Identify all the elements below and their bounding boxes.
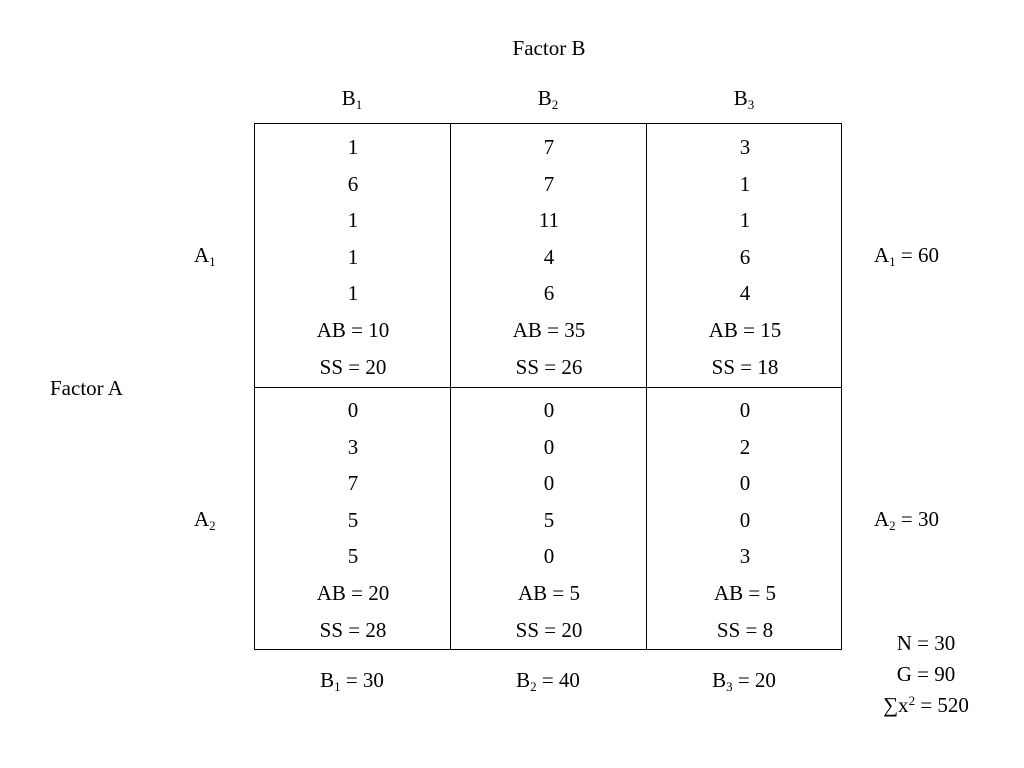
cell-value: 0 <box>347 398 359 422</box>
column-divider <box>450 124 451 649</box>
cell-value: 4 <box>543 244 555 269</box>
cell-value: 0 <box>739 507 751 532</box>
cell-value: 3 <box>347 434 359 459</box>
column-header-b3: B3 <box>733 86 755 112</box>
data-table: 1 6 1 1 1 AB = 10 SS = 20 7 7 11 4 6 AB … <box>254 123 842 650</box>
cell-value: 1 <box>739 171 751 196</box>
column-header-b2: B2 <box>537 86 559 112</box>
cell-value: 0 <box>739 398 751 422</box>
cell-a1-b3: 3 1 1 6 4 AB = 15 SS = 18 <box>647 129 843 385</box>
cell-value: 6 <box>543 281 555 306</box>
row-divider <box>255 387 841 388</box>
cell-value: 5 <box>347 507 359 532</box>
cell-value: 11 <box>538 208 560 233</box>
cell-value: 5 <box>543 507 555 532</box>
row-total-a2: A2 = 30 <box>874 507 940 533</box>
cell-ss: SS = 20 <box>515 617 583 642</box>
cell-a2-b2: 0 0 0 5 0 AB = 5 SS = 20 <box>451 392 647 648</box>
cell-value: 1 <box>347 135 359 159</box>
cell-ss: SS = 8 <box>716 617 774 642</box>
cell-ab-total: AB = 15 <box>708 317 782 342</box>
cell-value: 0 <box>543 434 555 459</box>
cell-a1-b2: 7 7 11 4 6 AB = 35 SS = 26 <box>451 129 647 385</box>
cell-value: 4 <box>739 281 751 306</box>
column-total-b2: B2 = 40 <box>516 668 580 694</box>
cell-value: 1 <box>739 208 751 233</box>
cell-a2-b3: 0 2 0 0 3 AB = 5 SS = 8 <box>647 392 843 648</box>
cell-ab-total: AB = 5 <box>517 580 580 605</box>
cell-ss: SS = 20 <box>319 354 387 379</box>
cell-value: 5 <box>347 544 359 569</box>
cell-value: 0 <box>739 471 751 496</box>
cell-value: 1 <box>347 244 359 269</box>
cell-value: 0 <box>543 544 555 569</box>
cell-a1-b1: 1 6 1 1 1 AB = 10 SS = 20 <box>255 129 451 385</box>
column-divider <box>646 124 647 649</box>
cell-ss: SS = 18 <box>711 354 779 379</box>
cell-value: 7 <box>347 471 359 496</box>
column-total-b3: B3 = 20 <box>712 668 776 694</box>
cell-ab-total: AB = 10 <box>316 317 390 342</box>
column-header-b1: B1 <box>341 86 363 112</box>
cell-ss: SS = 28 <box>319 617 387 642</box>
cell-ab-total: AB = 20 <box>316 580 390 605</box>
cell-a2-b1: 0 3 7 5 5 AB = 20 SS = 28 <box>255 392 451 648</box>
cell-value: 0 <box>543 398 555 422</box>
cell-value: 3 <box>739 544 751 569</box>
cell-value: 6 <box>739 244 751 269</box>
cell-value: 3 <box>739 135 751 159</box>
cell-value: 7 <box>543 171 555 196</box>
cell-ab-total: AB = 5 <box>713 580 776 605</box>
row-header-a2: A2 <box>194 507 216 533</box>
summary-n: N = 30 <box>896 631 956 655</box>
row-header-a1: A1 <box>194 243 216 269</box>
cell-value: 7 <box>543 135 555 159</box>
row-total-a1: A1 = 60 <box>874 243 940 269</box>
summary-sum-x-squared: ∑x2 = 520 <box>883 693 969 717</box>
summary-g: G = 90 <box>896 662 956 686</box>
cell-ss: SS = 26 <box>515 354 583 379</box>
cell-value: 1 <box>347 281 359 306</box>
cell-value: 0 <box>543 471 555 496</box>
column-total-b1: B1 = 30 <box>320 668 384 694</box>
factor-a-title: Factor A <box>50 376 123 400</box>
cell-value: 6 <box>347 171 359 196</box>
cell-ab-total: AB = 35 <box>512 317 586 342</box>
cell-value: 2 <box>739 434 751 459</box>
factor-b-title: Factor B <box>512 36 586 60</box>
cell-value: 1 <box>347 208 359 233</box>
